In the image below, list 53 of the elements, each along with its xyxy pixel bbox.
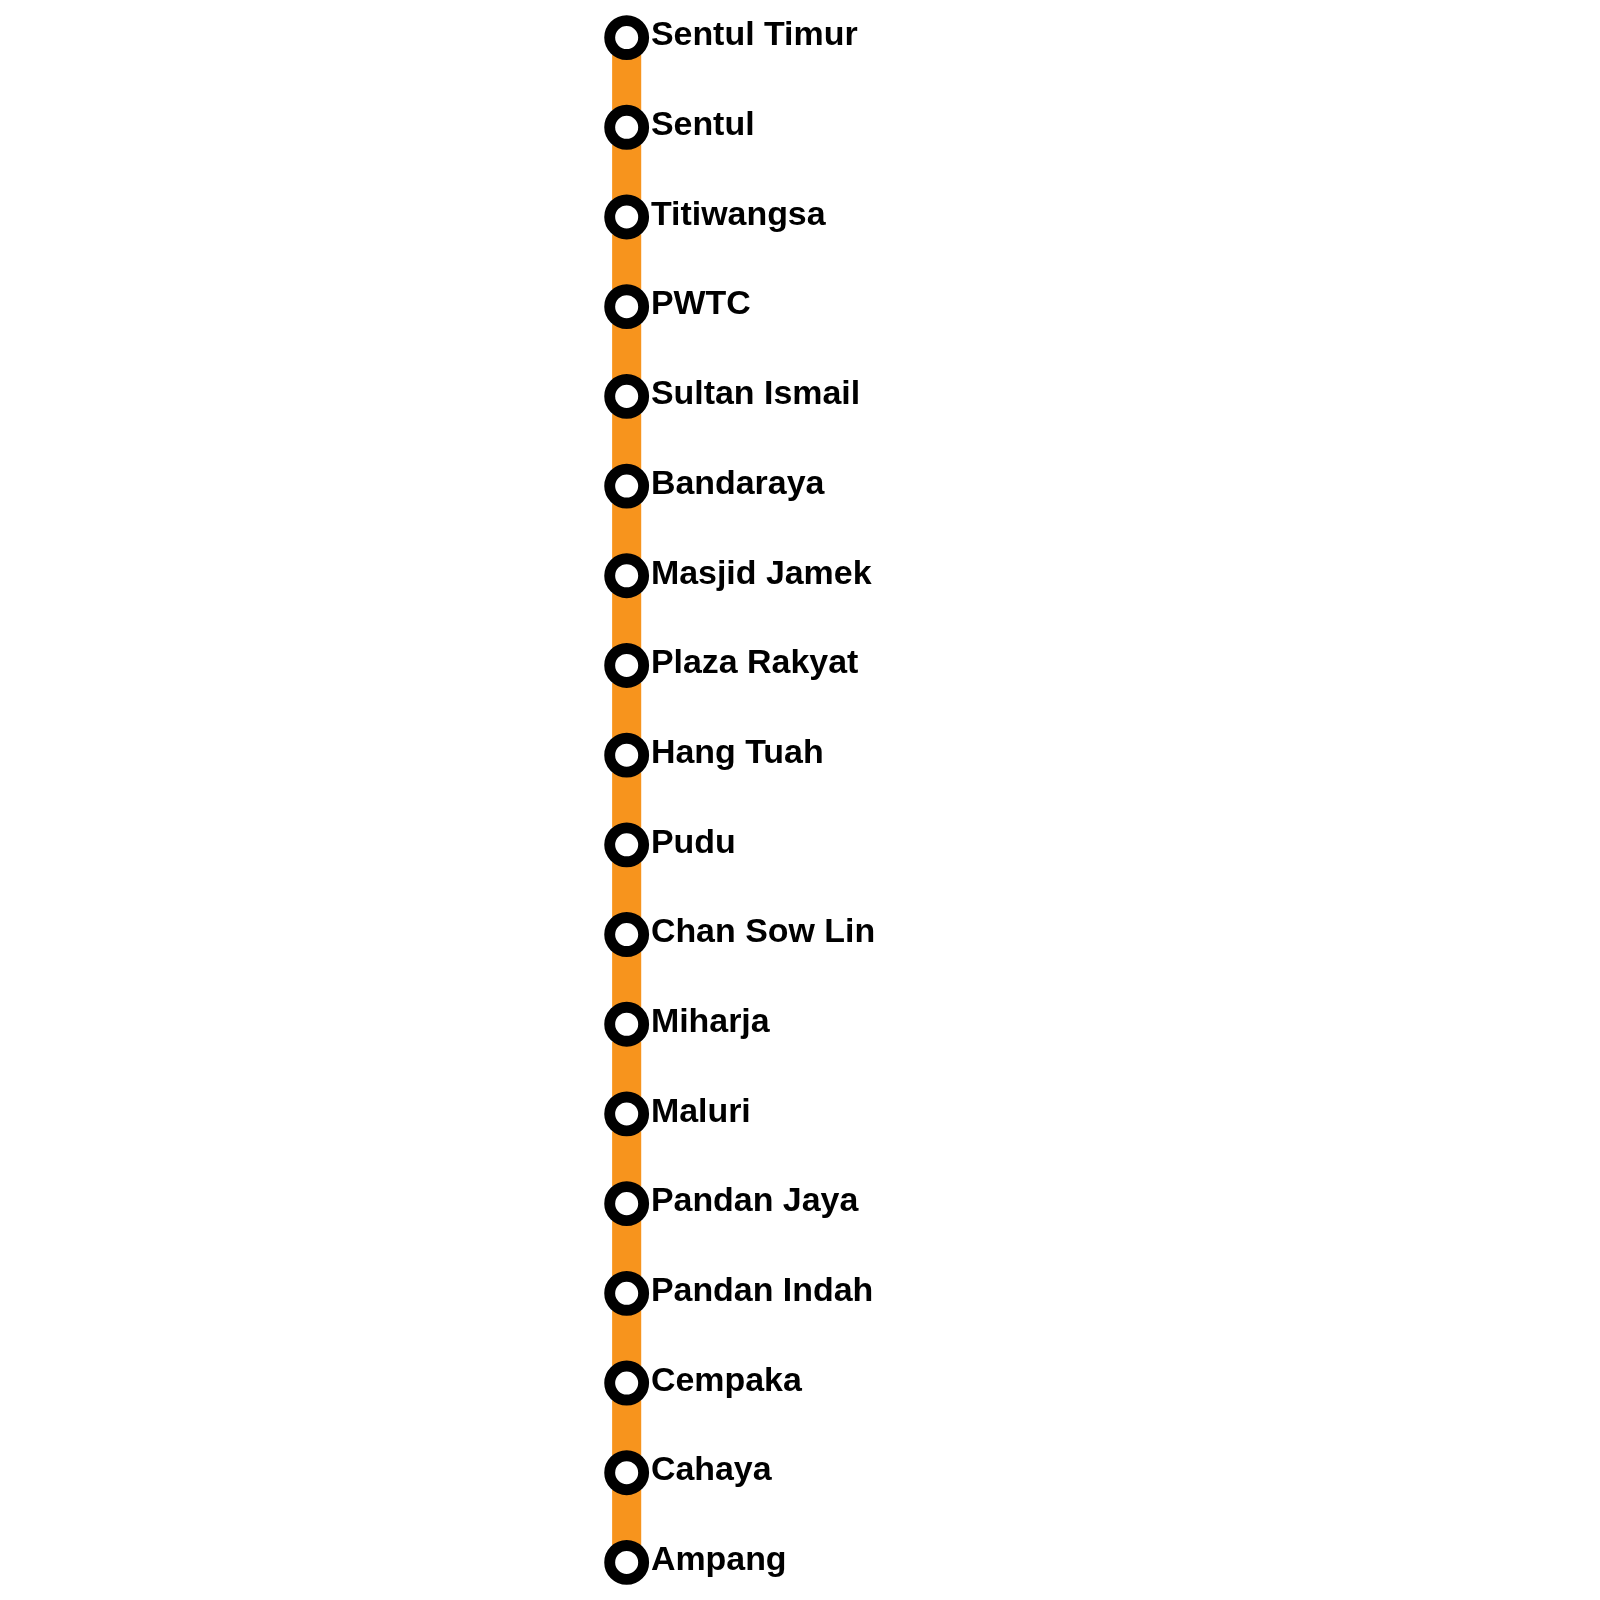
connector [612,862,642,918]
connector [612,413,642,469]
node-label: Sultan Ismail [650,373,861,412]
connector [612,323,642,380]
node-circle [604,463,650,509]
node-circle [604,643,650,688]
connector [612,772,642,828]
node-circle [604,1001,650,1047]
node-label: Pandan Jaya [650,1180,859,1219]
node-circle [604,104,650,150]
node-circle [604,1360,650,1406]
node-label: Miharja [650,1001,770,1039]
connector [612,503,642,559]
node-label: Maluri [650,1090,751,1129]
connector [612,234,642,290]
node-label: Cahaya [650,1449,772,1488]
node-label: Bandaraya [650,462,825,501]
node-circle [604,373,650,419]
node-label: Pudu [650,821,736,860]
node-circle [604,1450,650,1496]
connector [612,1400,642,1456]
node-circle [604,284,650,330]
node-label: Pandan Indah [650,1270,874,1309]
node-label: Chan Sow Lin [650,911,876,950]
connector [612,1041,642,1097]
node-circle [604,553,650,599]
node-label: Sentul Timur [650,14,858,53]
node-label: Masjid Jamek [650,552,872,591]
connector [612,1310,642,1366]
node-circle [604,1270,650,1316]
node-label: Plaza Rakyat [650,642,859,681]
node-label: Ampang [650,1539,787,1578]
connector [612,682,642,739]
node-label: Hang Tuah [650,731,824,770]
node-label: Titiwangsa [650,193,826,232]
connector [612,951,642,1008]
node-circle [604,1091,650,1137]
node-circle [604,822,650,868]
connector [612,54,642,111]
node-circle [604,732,650,778]
connector [612,144,642,200]
node-circle [604,912,650,957]
connector [612,1489,642,1546]
node-circle [604,15,650,60]
node-circle [604,1540,650,1585]
node-circle [604,1181,650,1227]
node-label: PWTC [650,283,751,322]
connector [612,1131,642,1187]
connector [612,1220,642,1277]
node-label: Cempaka [650,1359,802,1398]
node-label: Sentul [650,104,755,143]
node-circle [604,194,650,240]
connector [612,592,642,649]
